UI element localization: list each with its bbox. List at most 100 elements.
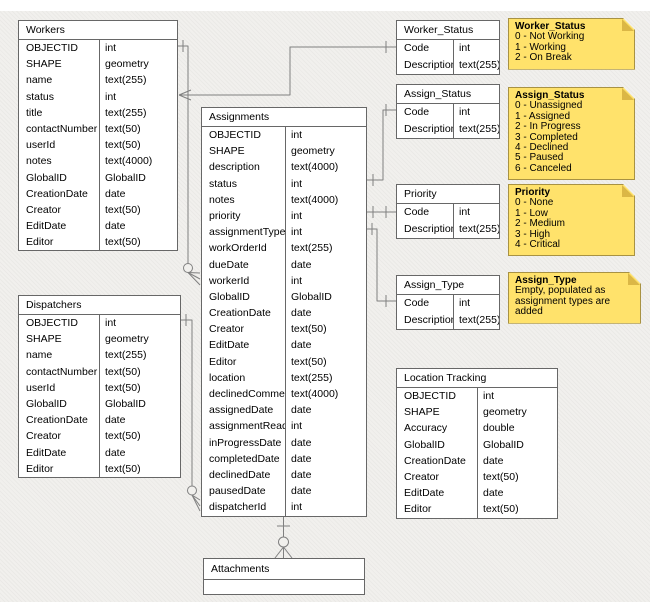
- table-priority-title: Priority: [397, 185, 499, 204]
- note-worker-status-title: Worker_Status: [515, 21, 586, 32]
- field-type: text(4000): [285, 386, 366, 403]
- field-type: GlobalID: [99, 169, 177, 186]
- field-name: CreationDate: [404, 454, 466, 467]
- connector-workers-assignments[interactable]: [178, 40, 201, 286]
- field-type: int: [285, 224, 366, 241]
- field-type: text(255): [99, 72, 177, 89]
- field-name: Description: [404, 314, 453, 326]
- field-type: int: [453, 295, 499, 312]
- table-attachments[interactable]: Attachments: [203, 558, 365, 595]
- note-line: 0 - Not Working: [515, 31, 585, 43]
- field-name: workOrderId: [209, 242, 267, 255]
- table-assign-status-title: Assign_Status: [397, 85, 499, 104]
- note-line: 2 - On Break: [515, 52, 572, 64]
- field-type: int: [99, 88, 177, 105]
- note-line: 0 - Unassigned: [515, 100, 583, 112]
- connector-assignments-priority[interactable]: [367, 206, 396, 218]
- field-type: text(255): [99, 104, 177, 121]
- field-name: dueDate: [209, 258, 249, 271]
- field-name: description: [209, 161, 260, 174]
- note-line: assignment types are added: [515, 295, 611, 318]
- field-name: GlobalID: [26, 171, 67, 184]
- note-line: 4 - Declined: [515, 142, 569, 154]
- field-type: text(255): [285, 240, 366, 257]
- field-type: text(50): [477, 501, 557, 518]
- field-type: date: [285, 466, 366, 484]
- field-name: workerId: [209, 274, 250, 287]
- field-name: pausedDate: [209, 485, 266, 498]
- field-name: OBJECTID: [26, 317, 78, 329]
- field-name: declinedDate: [209, 468, 271, 481]
- field-type: date: [99, 218, 177, 235]
- field-type: text(50): [99, 363, 180, 380]
- connector-workers-worker-status[interactable]: [178, 41, 396, 101]
- field-name: Creator: [26, 430, 62, 443]
- table-row: workerId int: [202, 272, 366, 289]
- field-name: Creator: [209, 323, 245, 336]
- field-type: date: [285, 305, 366, 322]
- connector-dispatchers-assignments[interactable]: [181, 314, 201, 512]
- field-type: int: [477, 388, 557, 405]
- field-name: notes: [26, 155, 52, 168]
- field-name: notes: [209, 193, 235, 206]
- field-name: SHAPE: [26, 58, 62, 71]
- field-type: int: [99, 40, 177, 57]
- field-type: text(255): [99, 347, 180, 364]
- connector-assignments-attachments[interactable]: [274, 514, 293, 559]
- table-dispatchers-title: Dispatchers: [19, 296, 180, 315]
- field-name: EditDate: [26, 220, 67, 233]
- field-name: name: [26, 74, 53, 87]
- field-name: userId: [26, 139, 56, 152]
- connector-assignments-assign-type[interactable]: [367, 223, 396, 307]
- table-row: declinedCommenttext(4000): [202, 386, 366, 403]
- field-type: int: [285, 272, 366, 289]
- connector-assignments-assign-status[interactable]: [367, 104, 396, 186]
- field-name: EditDate: [404, 487, 445, 500]
- field-name: inProgressDate: [209, 436, 282, 449]
- table-workers-title: Workers: [19, 21, 177, 40]
- note-line: 2 - In Progress: [515, 121, 581, 133]
- field-name: userId: [26, 381, 56, 394]
